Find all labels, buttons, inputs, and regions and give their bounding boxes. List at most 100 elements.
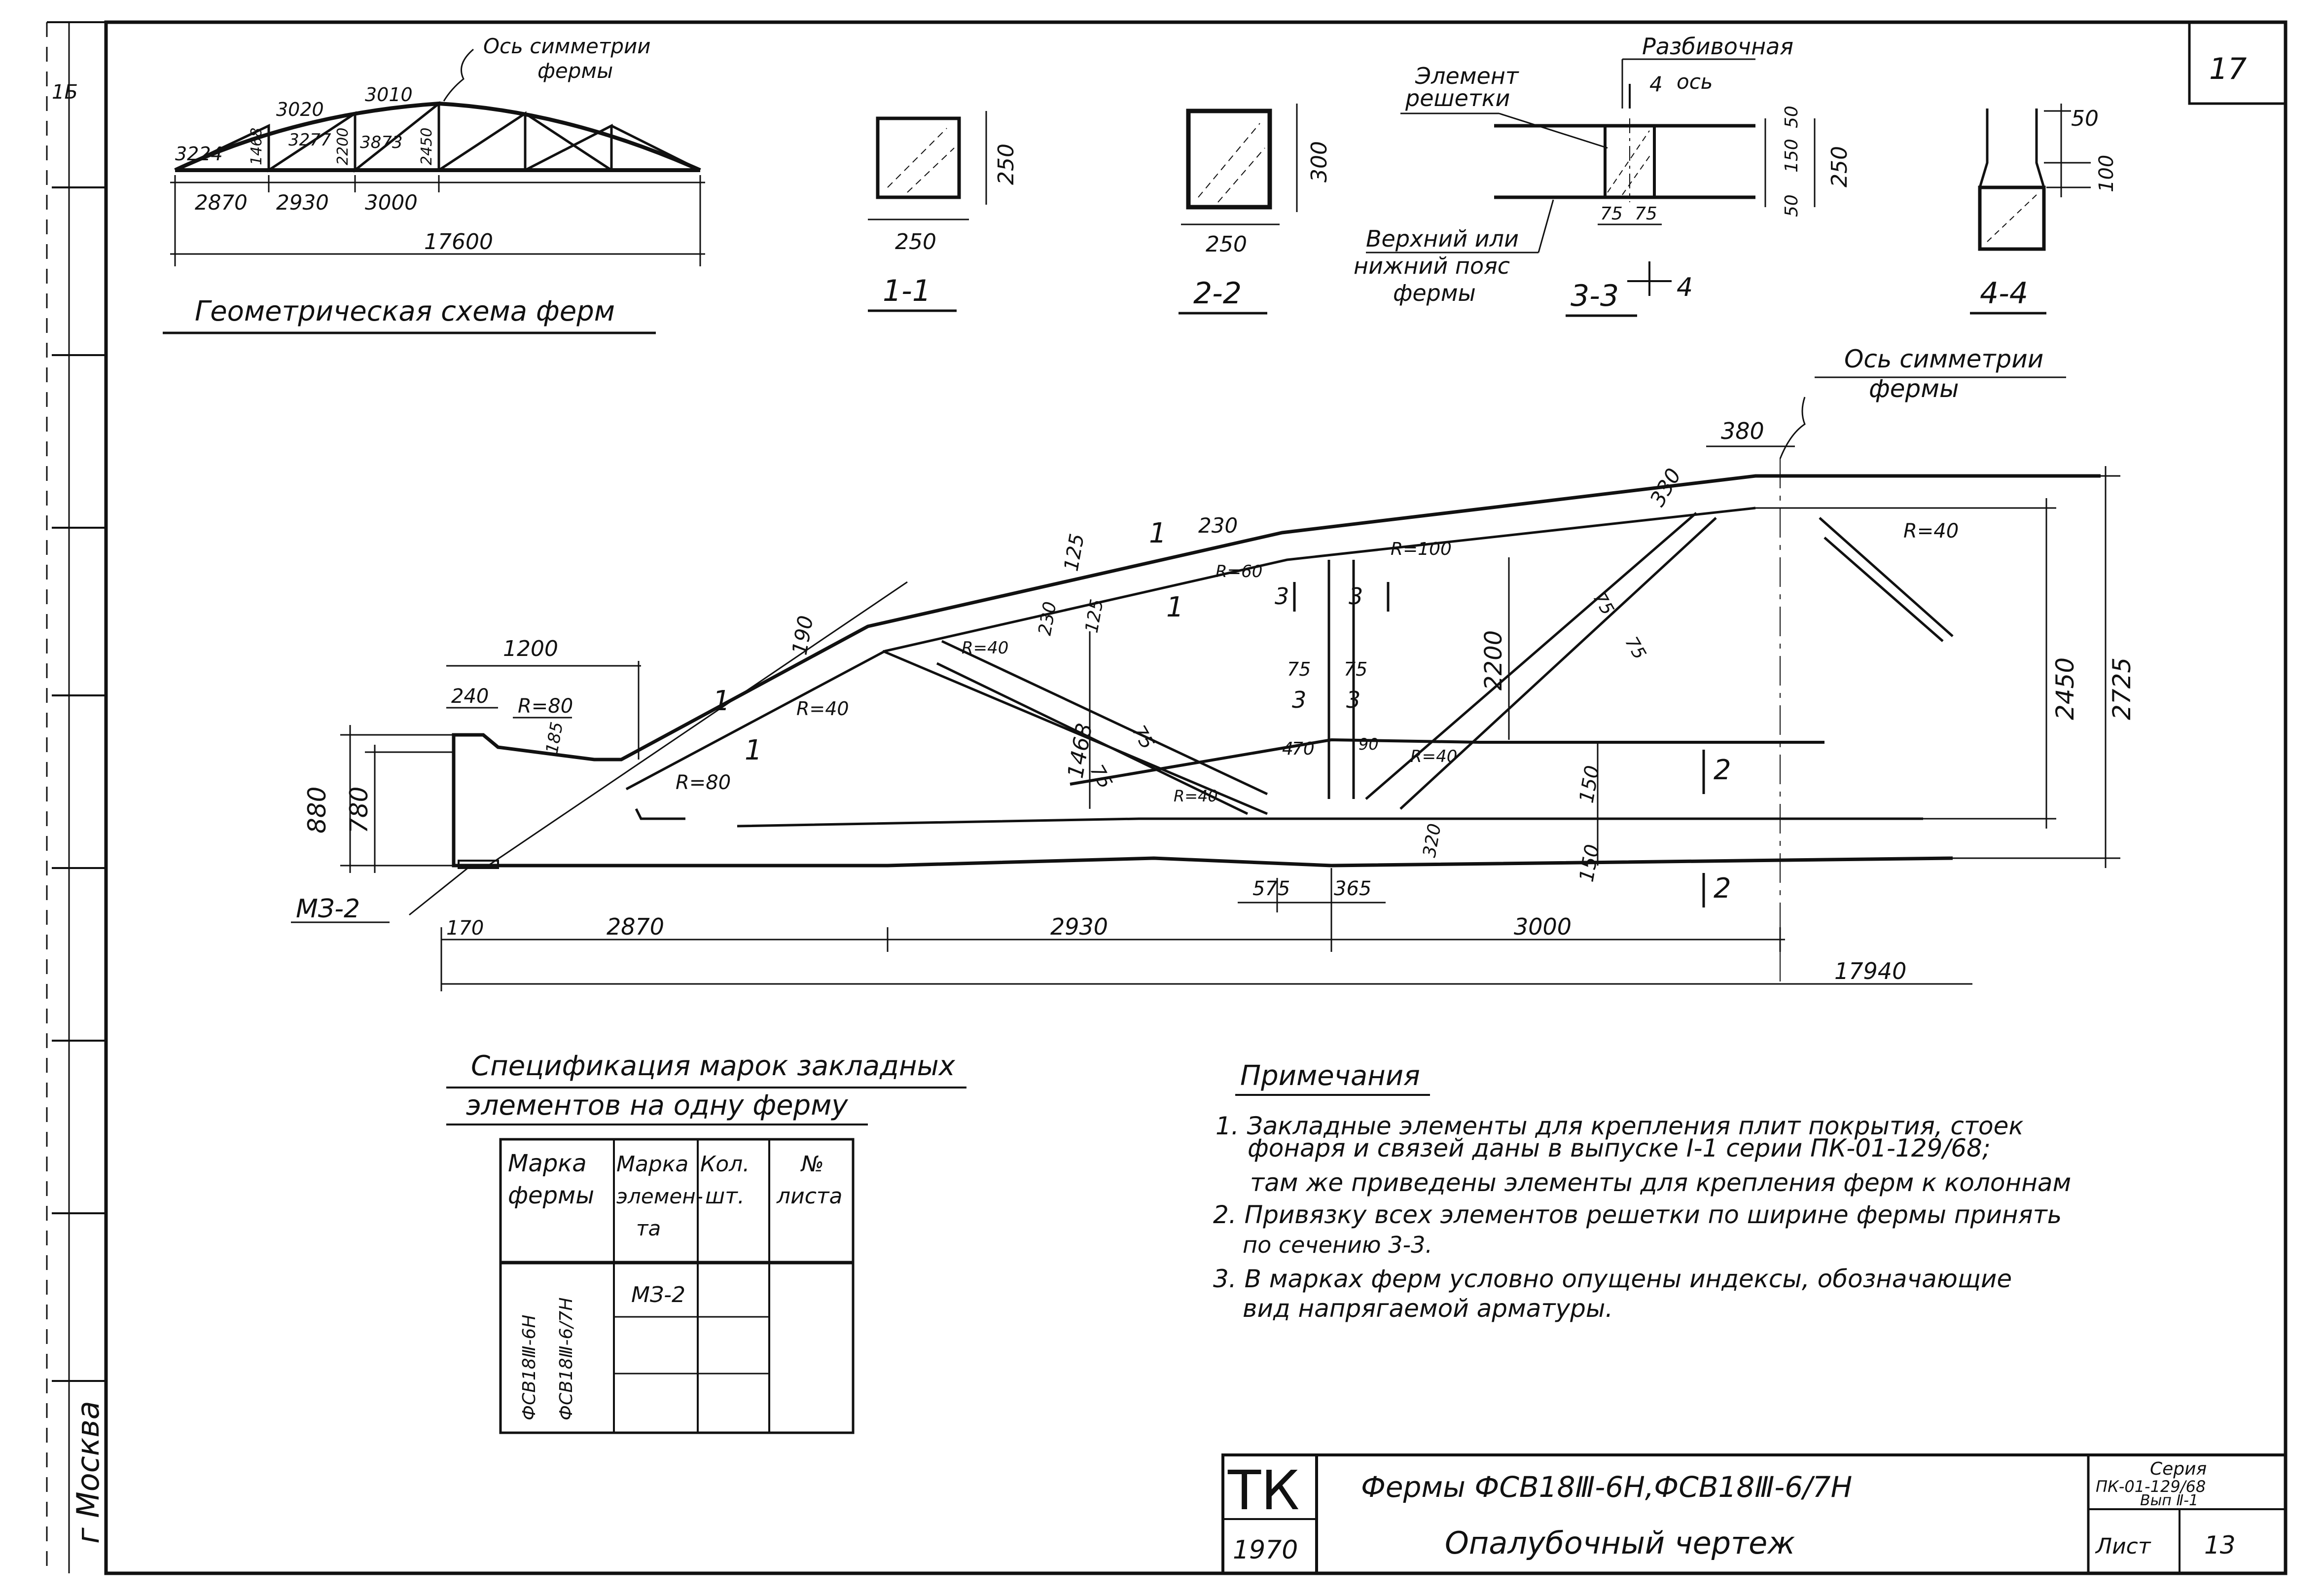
scheme-height-1: 1468 <box>248 128 265 165</box>
svg-text:17940: 17940 <box>1834 958 1906 984</box>
svg-text:170: 170 <box>446 917 484 940</box>
scheme-axis-label-2: фермы <box>537 59 613 83</box>
svg-text:300: 300 <box>1307 141 1332 182</box>
svg-text:250: 250 <box>994 144 1019 185</box>
scheme-diag-1: 3277 <box>288 130 331 150</box>
svg-text:фермы: фермы <box>1393 280 1476 306</box>
svg-text:3000: 3000 <box>1514 913 1572 940</box>
svg-text:70: 70 <box>1292 739 1315 759</box>
section-1-1: 250 250 1-1 <box>868 111 1019 312</box>
svg-text:1: 1 <box>1166 591 1184 623</box>
svg-text:240: 240 <box>451 685 489 708</box>
svg-text:1: 1 <box>713 685 730 717</box>
section-2-2: 250 300 2-2 <box>1179 104 1332 315</box>
svg-text:Марка: Марка <box>508 1150 587 1177</box>
svg-text:ФСВ18Ⅲ-6/7Н: ФСВ18Ⅲ-6/7Н <box>556 1298 576 1420</box>
svg-text:250: 250 <box>1827 146 1852 187</box>
svg-text:1: 1 <box>745 734 762 766</box>
embedded-mark: МЗ-2 <box>296 894 360 924</box>
margin-city-label: г Москва <box>70 1401 106 1544</box>
svg-text:3: 3 <box>1292 687 1306 713</box>
margin-ticks <box>52 186 106 1382</box>
svg-text:4: 4 <box>1649 72 1663 96</box>
svg-text:2450: 2450 <box>2051 657 2079 720</box>
svg-text:320: 320 <box>1419 822 1445 859</box>
truss-elevation: МЗ-2 Ось симметрии фермы 380 330 230 125… <box>291 345 2136 991</box>
svg-text:элемен-: элемен- <box>616 1184 703 1208</box>
svg-text:R=40: R=40 <box>1903 520 1959 543</box>
title-block: ТК 1970 Фермы ФСВ18Ⅲ-6Н,ФСВ18Ⅲ-6/7Н Опал… <box>1221 1453 2287 1575</box>
svg-text:2: 2 <box>1714 754 1731 786</box>
svg-text:Вып Ⅱ-1: Вып Ⅱ-1 <box>2140 1492 2198 1509</box>
svg-text:листа: листа <box>776 1184 843 1209</box>
svg-text:Серия: Серия <box>2150 1459 2207 1479</box>
svg-text:ПК-01-129/68: ПК-01-129/68 <box>2096 1477 2206 1496</box>
svg-text:50: 50 <box>1782 106 1802 128</box>
svg-text:75: 75 <box>1086 761 1116 793</box>
section-1-label: 1-1 <box>883 274 931 308</box>
geometric-scheme: Ось симметрии фермы 3224 3020 3010 3277 … <box>163 34 705 334</box>
svg-text:575: 575 <box>1252 877 1290 900</box>
spec-table: Спецификация марок закладных элементов н… <box>446 1050 966 1434</box>
scheme-panel-1: 2870 <box>195 190 248 215</box>
svg-text:R=80: R=80 <box>518 695 573 718</box>
svg-text:R=40: R=40 <box>1174 787 1218 805</box>
section-2-label: 2-2 <box>1193 276 1242 311</box>
svg-text:50: 50 <box>2071 106 2099 131</box>
svg-text:Разбивочная: Разбивочная <box>1642 33 1793 60</box>
svg-text:2725: 2725 <box>2108 657 2136 720</box>
svg-text:шт.: шт. <box>705 1184 745 1209</box>
svg-text:125: 125 <box>1060 532 1089 573</box>
scheme-panel-3: 3000 <box>365 190 418 215</box>
svg-text:190: 190 <box>787 614 818 656</box>
svg-text:ось: ось <box>1677 70 1713 94</box>
svg-text:3. В марках ферм условно опуще: 3. В марках ферм условно опущены индексы… <box>1213 1265 2012 1293</box>
svg-text:R=40: R=40 <box>962 638 1008 658</box>
svg-text:1: 1 <box>1149 517 1167 549</box>
scheme-span: 17600 <box>424 229 493 254</box>
svg-text:75: 75 <box>1621 633 1649 663</box>
svg-text:2: 2 <box>1714 872 1731 905</box>
scheme-height-2: 2200 <box>334 128 352 165</box>
svg-text:90: 90 <box>1359 735 1379 754</box>
scheme-axis-label-1: Ось симметрии <box>483 34 651 58</box>
svg-text:4: 4 <box>1677 273 1693 302</box>
notes: Примечания 1. Закладные элементы для кре… <box>1213 1060 2071 1323</box>
section-3-label: 3-3 <box>1571 279 1619 313</box>
svg-text:880: 880 <box>303 787 331 834</box>
svg-text:нижний пояс: нижний пояс <box>1354 253 1510 279</box>
org-mark: ТК <box>1227 1459 1299 1522</box>
svg-text:185: 185 <box>542 721 567 756</box>
year: 1970 <box>1233 1535 1298 1565</box>
spec-title-2: элементов на одну ферму <box>466 1089 848 1122</box>
svg-text:R=40: R=40 <box>1410 747 1457 766</box>
svg-text:150: 150 <box>1782 139 1802 173</box>
svg-text:Ось симметрии: Ось симметрии <box>1844 345 2043 373</box>
svg-text:780: 780 <box>345 787 373 834</box>
svg-text:та: та <box>636 1216 661 1240</box>
svg-text:380: 380 <box>1721 418 1764 444</box>
sheet-number: 13 <box>2204 1531 2236 1560</box>
scheme-chord-3: 3010 <box>365 84 413 106</box>
section-3-3: Элемент решетки Разбивочная ось 4 50 150… <box>1354 33 1852 317</box>
drawing-subtitle: Опалубочный чертеж <box>1445 1525 1795 1561</box>
svg-text:Марка: Марка <box>616 1152 688 1177</box>
svg-text:50: 50 <box>1782 194 1802 217</box>
margin-top-label: 1Б <box>52 81 78 104</box>
svg-text:75: 75 <box>1635 204 1657 224</box>
corner-box <box>2188 21 2287 105</box>
svg-text:3: 3 <box>1349 583 1363 610</box>
svg-text:250: 250 <box>1206 232 1247 257</box>
spec-title-1: Спецификация марок закладных <box>471 1050 956 1082</box>
svg-text:фермы: фермы <box>508 1182 594 1209</box>
svg-text:100: 100 <box>2095 155 2118 192</box>
scheme-chord-1: 3224 <box>175 143 223 165</box>
svg-text:2930: 2930 <box>1050 913 1108 940</box>
svg-text:4: 4 <box>1282 739 1293 759</box>
svg-text:Элемент: Элемент <box>1415 63 1519 89</box>
svg-text:там же приведены элементы для: там же приведены элементы для крепления … <box>1250 1168 2071 1197</box>
svg-text:1200: 1200 <box>503 636 558 661</box>
scheme-height-3: 2450 <box>418 128 435 165</box>
svg-text:R=40: R=40 <box>796 698 849 720</box>
